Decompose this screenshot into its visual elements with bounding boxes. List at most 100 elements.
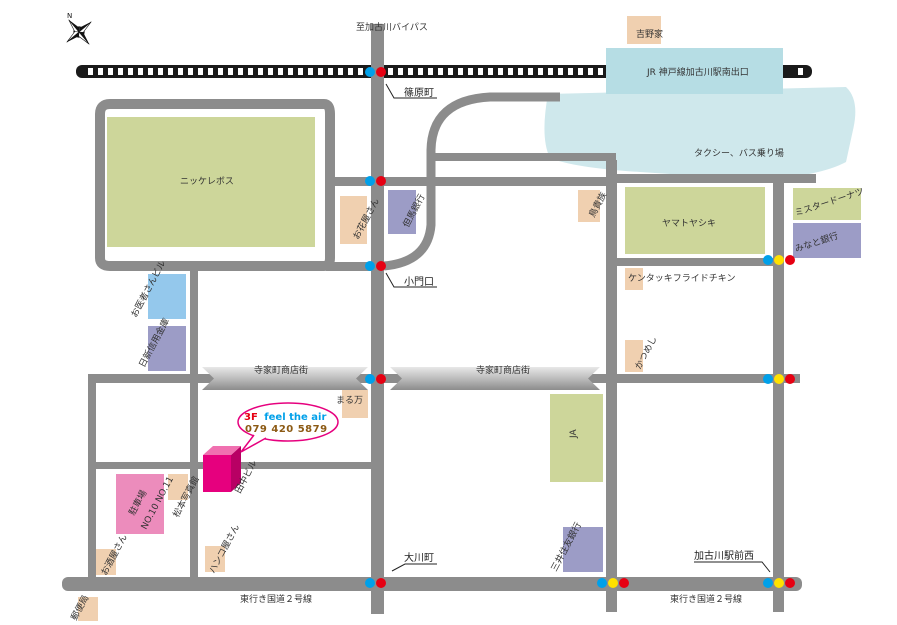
railway-tie: [798, 68, 803, 75]
traffic-signal-light: [376, 374, 386, 384]
railway-tie: [218, 68, 223, 75]
label-shopping-street-right: 寺家町商店街: [476, 364, 530, 376]
shopping-arcades: [202, 367, 600, 390]
block-nikke-rebos: [107, 117, 315, 247]
railway-tie: [448, 68, 453, 75]
railway-tie: [268, 68, 273, 75]
road-kentucky: [617, 258, 779, 266]
railway-tie: [168, 68, 173, 75]
railway-tie: [558, 68, 563, 75]
railway-tie: [478, 68, 483, 75]
road-station-south: [606, 174, 816, 183]
station-exit-building: [606, 48, 783, 94]
block-parking: [116, 474, 164, 534]
traffic-signal-light: [365, 374, 375, 384]
block-mister-donut: [793, 188, 861, 220]
label-nikke-rebos: ニッケレボス: [180, 176, 234, 187]
nikke-ring-road: [95, 99, 335, 271]
label-yoshinoya: 吉野家: [636, 28, 663, 40]
traffic-signals: [365, 67, 795, 588]
railway-tie: [348, 68, 353, 75]
railway-tie: [548, 68, 553, 75]
railway-tie: [238, 68, 243, 75]
railway-tie: [88, 68, 93, 75]
railway-tie: [138, 68, 143, 75]
railway-tie: [198, 68, 203, 75]
svg-text:3F feel the air: 3F feel the air: [244, 412, 326, 423]
block-ohanaya: [340, 196, 367, 244]
railway-tie: [458, 68, 463, 75]
railway-tie: [318, 68, 323, 75]
label-maruman: まる万: [336, 395, 363, 406]
road-ring-east: [326, 177, 614, 186]
railway-tie: [188, 68, 193, 75]
arcade-left: [202, 367, 368, 390]
traffic-signal-light: [365, 176, 375, 186]
block-yoshinoya: [627, 16, 661, 44]
label-yamatoyashiki: ヤマトヤシキ: [662, 219, 716, 229]
road-west-inner: [190, 266, 198, 584]
traffic-signal-light: [785, 578, 795, 588]
label-kentucky: ケンタッキフライドチキン: [628, 273, 735, 284]
label-intersection-shinohara: 篠原町: [404, 86, 434, 99]
traffic-signal-light: [365, 261, 375, 271]
railway-tie: [128, 68, 133, 75]
railway-tie: [578, 68, 583, 75]
railway-tie: [158, 68, 163, 75]
traffic-signal-light: [376, 578, 386, 588]
traffic-signal-light: [774, 255, 784, 265]
railway-tie: [518, 68, 523, 75]
traffic-signal-light: [365, 67, 375, 77]
label-intersection-okawa: 大川町: [404, 551, 434, 564]
railway-tie: [398, 68, 403, 75]
label-shopping-street-left: 寺家町商店街: [254, 364, 308, 376]
block-katsumeshi: [625, 340, 643, 372]
railway-tie: [338, 68, 343, 75]
railway-tie: [148, 68, 153, 75]
railway-tie: [428, 68, 433, 75]
intersection-leaders: [385, 83, 771, 573]
railway-tie: [508, 68, 513, 75]
railway-tie: [488, 68, 493, 75]
railway-tie: [468, 68, 473, 75]
traffic-signal-light: [619, 578, 629, 588]
traffic-signal-light: [774, 374, 784, 384]
railway-tie: [438, 68, 443, 75]
road-east-north-south: [606, 160, 617, 612]
traffic-signal-light: [785, 374, 795, 384]
block-tajima-bank: [388, 190, 416, 234]
traffic-signal-light: [608, 578, 618, 588]
railway-tie: [388, 68, 393, 75]
label-intersection-kakogawa-ekimae-nishi: 加古川駅前西: [694, 549, 754, 562]
railway-tie: [538, 68, 543, 75]
road-main-north-south: [371, 24, 384, 614]
block-matsumoto-photo: [168, 474, 188, 500]
callout-phone: 079 420 5879: [245, 424, 328, 435]
label-intersection-komonguchi: 小門口: [404, 276, 434, 288]
railway-tie: [498, 68, 503, 75]
arcade-right: [390, 367, 600, 390]
traffic-signal-light: [376, 67, 386, 77]
label-station-exit: JR 神戸線加古川駅南出口: [646, 66, 749, 78]
block-isha-building: [148, 274, 186, 319]
railway-tie: [408, 68, 413, 75]
block-ja: [550, 394, 603, 482]
railway-tie: [588, 68, 593, 75]
railway-tie: [98, 68, 103, 75]
railway-tie: [178, 68, 183, 75]
station-plaza: [544, 87, 856, 180]
compass-rose: [66, 19, 92, 45]
block-nisshin-shinkin: [148, 326, 186, 371]
block-minato-bank: [793, 223, 861, 258]
railway-tie: [298, 68, 303, 75]
railway-tie: [528, 68, 533, 75]
block-kentucky: [625, 268, 643, 290]
block-sakaya: [96, 549, 116, 575]
traffic-signal-light: [763, 578, 773, 588]
road-far-east-north-south: [773, 178, 784, 612]
label-north-bypass: 至加古川バイパス: [356, 21, 428, 33]
road-curve-to-station: [383, 92, 560, 271]
railway-tie: [108, 68, 113, 75]
block-hankoya: [205, 546, 225, 572]
